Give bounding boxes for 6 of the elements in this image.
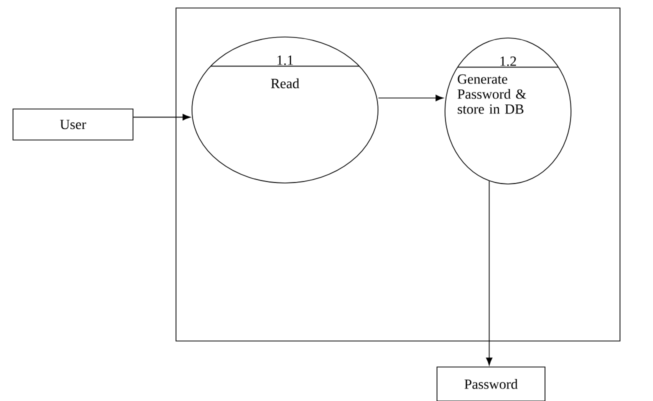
entity-box: Password [436,366,546,401]
arrow [486,180,492,366]
arrow [378,94,444,102]
arrow [133,114,190,120]
entity-box: User [12,108,134,140]
system-boundary [176,8,620,342]
